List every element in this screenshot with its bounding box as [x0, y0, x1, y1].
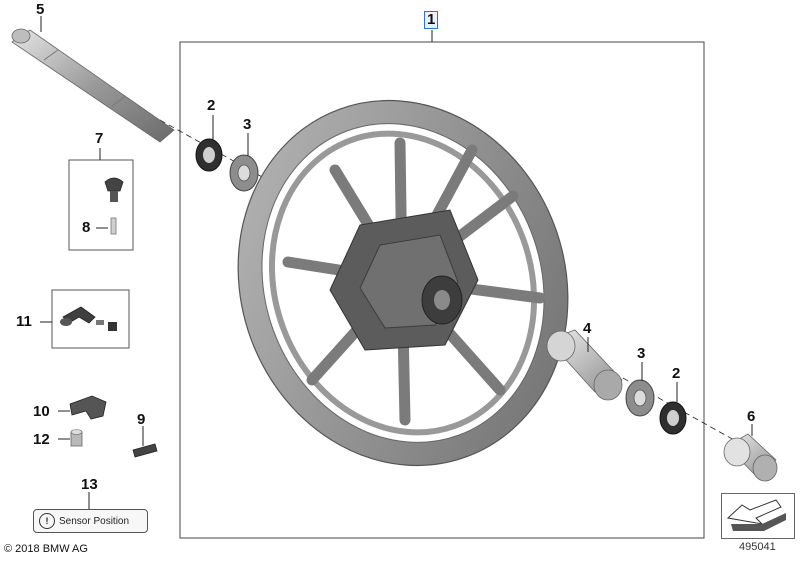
callout-7: 7	[95, 130, 104, 147]
cast-wheel-rim	[237, 99, 569, 467]
shaft-seal-right	[659, 401, 687, 435]
callout-11: 11	[16, 313, 32, 330]
callout-9: 9	[137, 411, 146, 428]
ball-bearing-right	[625, 379, 655, 417]
callout-10: 10	[33, 403, 50, 420]
sensor-position-label: Sensor Position	[59, 515, 130, 527]
callout-1: 1	[423, 11, 439, 29]
callout-8: 8	[82, 219, 91, 236]
valve-parts-box	[68, 159, 134, 251]
sensor-bracket	[69, 395, 107, 420]
tire-pressure-warning-icon: !	[39, 513, 55, 529]
ball-bearing-left	[229, 154, 259, 192]
front-axle	[11, 28, 175, 143]
callout-3b: 3	[637, 345, 646, 362]
wheel-assembly-frame	[179, 41, 705, 539]
callout-6: 6	[747, 408, 756, 425]
callout-3a: 3	[243, 116, 252, 133]
angled-valve-box	[51, 289, 130, 349]
callout-13: 13	[81, 476, 98, 493]
callout-2b: 2	[672, 365, 681, 382]
direction-arrow-icon	[726, 499, 786, 531]
sensor-bush	[70, 429, 83, 447]
sensor-position-badge: ! Sensor Position	[33, 509, 148, 533]
callout-4: 4	[583, 320, 592, 337]
callout-12: 12	[33, 431, 50, 448]
angled-valve	[60, 306, 117, 331]
tire-valve	[104, 177, 124, 202]
valve-core	[110, 217, 117, 235]
balance-weight	[132, 443, 158, 458]
callout-5: 5	[36, 1, 45, 18]
callout-2a: 2	[207, 97, 216, 114]
shaft-seal-left	[195, 138, 223, 172]
distance-sleeve	[723, 433, 778, 482]
copyright-text: © 2018 BMW AG	[4, 543, 88, 555]
spacer-sleeve	[546, 329, 623, 401]
document-number: 495041	[739, 541, 776, 553]
direction-arrow-box	[721, 493, 795, 539]
